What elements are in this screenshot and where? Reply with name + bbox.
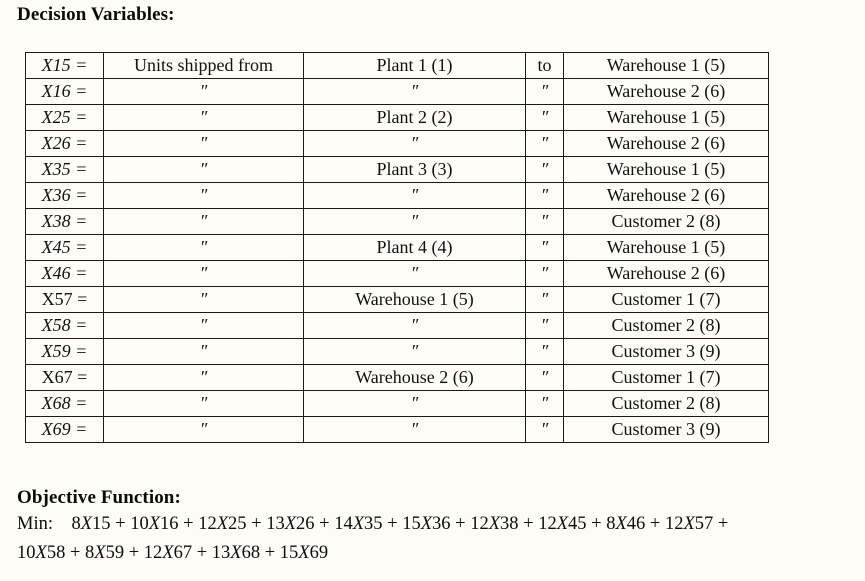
- table-row: X57 =″Warehouse 1 (5)″Customer 1 (7): [25, 286, 769, 313]
- table-row: X67 =″Warehouse 2 (6)″Customer 1 (7): [25, 364, 769, 391]
- ditto-mark: ″: [103, 364, 304, 391]
- ditto-mark: ″: [303, 390, 526, 417]
- cell-variable: X45 =: [25, 234, 104, 261]
- ditto-mark: ″: [525, 286, 564, 313]
- ditto-mark: ″: [525, 104, 564, 131]
- objective-function-line-1: Min: 8X15 + 10X16 + 12X25 + 13X26 + 14X3…: [17, 514, 729, 534]
- ditto-mark: ″: [525, 78, 564, 105]
- cell-variable: X46 =: [25, 260, 104, 287]
- cell-destination: Customer 3 (9): [563, 416, 769, 443]
- cell-origin: Warehouse 2 (6): [303, 364, 526, 391]
- ditto-mark: ″: [303, 416, 526, 443]
- cell-destination: Customer 2 (8): [563, 390, 769, 417]
- cell-variable: X38 =: [25, 208, 104, 235]
- ditto-mark: ″: [525, 312, 564, 339]
- ditto-mark: ″: [303, 130, 526, 157]
- cell-destination: Customer 3 (9): [563, 338, 769, 365]
- cell-destination: Customer 2 (8): [563, 208, 769, 235]
- cell-origin: Plant 1 (1): [303, 52, 526, 79]
- cell-variable: X26 =: [25, 130, 104, 157]
- ditto-mark: ″: [303, 182, 526, 209]
- ditto-mark: ″: [103, 260, 304, 287]
- table-row: X68 =″″″Customer 2 (8): [25, 390, 769, 417]
- objective-min-label: Min:: [17, 514, 53, 534]
- table-row: X25 =″Plant 2 (2)″Warehouse 1 (5): [25, 104, 769, 131]
- table-row: X46 =″″″Warehouse 2 (6): [25, 260, 769, 287]
- cell-destination: Warehouse 2 (6): [563, 182, 769, 209]
- ditto-mark: ″: [525, 364, 564, 391]
- cell-origin: Plant 4 (4): [303, 234, 526, 261]
- ditto-mark: ″: [525, 390, 564, 417]
- cell-destination: Warehouse 1 (5): [563, 104, 769, 131]
- ditto-mark: ″: [525, 260, 564, 287]
- ditto-mark: ″: [103, 104, 304, 131]
- cell-connector: to: [525, 52, 564, 79]
- ditto-mark: ″: [525, 416, 564, 443]
- cell-variable: X68 =: [25, 390, 104, 417]
- cell-destination: Warehouse 2 (6): [563, 260, 769, 287]
- ditto-mark: ″: [103, 234, 304, 261]
- ditto-mark: ″: [525, 156, 564, 183]
- cell-origin: Plant 3 (3): [303, 156, 526, 183]
- cell-variable: X36 =: [25, 182, 104, 209]
- cell-destination: Warehouse 1 (5): [563, 52, 769, 79]
- ditto-mark: ″: [303, 338, 526, 365]
- cell-destination: Customer 1 (7): [563, 364, 769, 391]
- cell-variable: X35 =: [25, 156, 104, 183]
- cell-destination: Customer 2 (8): [563, 312, 769, 339]
- cell-variable: X16 =: [25, 78, 104, 105]
- cell-variable: X58 =: [25, 312, 104, 339]
- cell-variable: X69 =: [25, 416, 104, 443]
- ditto-mark: ″: [103, 182, 304, 209]
- decision-variables-heading: Decision Variables:: [17, 4, 175, 25]
- ditto-mark: ″: [525, 234, 564, 261]
- cell-variable: X67 =: [25, 364, 104, 391]
- table-row: X16 =″″″Warehouse 2 (6): [25, 78, 769, 105]
- cell-variable: X57 =: [25, 286, 104, 313]
- ditto-mark: ″: [303, 312, 526, 339]
- ditto-mark: ″: [103, 208, 304, 235]
- ditto-mark: ″: [303, 78, 526, 105]
- ditto-mark: ″: [525, 182, 564, 209]
- ditto-mark: ″: [525, 208, 564, 235]
- table-row: X35 =″Plant 3 (3)″Warehouse 1 (5): [25, 156, 769, 183]
- ditto-mark: ″: [525, 130, 564, 157]
- cell-description: Units shipped from: [103, 52, 304, 79]
- table-row: X36 =″″″Warehouse 2 (6): [25, 182, 769, 209]
- ditto-mark: ″: [303, 208, 526, 235]
- ditto-mark: ″: [103, 390, 304, 417]
- ditto-mark: ″: [103, 286, 304, 313]
- ditto-mark: ″: [103, 312, 304, 339]
- ditto-mark: ″: [103, 416, 304, 443]
- cell-destination: Warehouse 1 (5): [563, 156, 769, 183]
- table-row: X26 =″″″Warehouse 2 (6): [25, 130, 769, 157]
- cell-variable: X25 =: [25, 104, 104, 131]
- table-row: X69 =″″″Customer 3 (9): [25, 416, 769, 443]
- ditto-mark: ″: [525, 338, 564, 365]
- cell-destination: Warehouse 1 (5): [563, 234, 769, 261]
- cell-destination: Warehouse 2 (6): [563, 78, 769, 105]
- table-row: X45 =″Plant 4 (4)″Warehouse 1 (5): [25, 234, 769, 261]
- ditto-mark: ″: [303, 260, 526, 287]
- table-row: X59 =″″″Customer 3 (9): [25, 338, 769, 365]
- ditto-mark: ″: [103, 130, 304, 157]
- table-row: X58 =″″″Customer 2 (8): [25, 312, 769, 339]
- cell-origin: Plant 2 (2): [303, 104, 526, 131]
- objective-function-heading: Objective Function:: [17, 487, 181, 508]
- ditto-mark: ″: [103, 78, 304, 105]
- objective-function-line-2: 10X58 + 8X59 + 12X67 + 13X68 + 15X69: [17, 543, 329, 563]
- cell-destination: Warehouse 2 (6): [563, 130, 769, 157]
- table-row: X38 =″″″Customer 2 (8): [25, 208, 769, 235]
- ditto-mark: ″: [103, 156, 304, 183]
- cell-origin: Warehouse 1 (5): [303, 286, 526, 313]
- cell-variable: X15 =: [25, 52, 104, 79]
- cell-variable: X59 =: [25, 338, 104, 365]
- cell-destination: Customer 1 (7): [563, 286, 769, 313]
- ditto-mark: ″: [103, 338, 304, 365]
